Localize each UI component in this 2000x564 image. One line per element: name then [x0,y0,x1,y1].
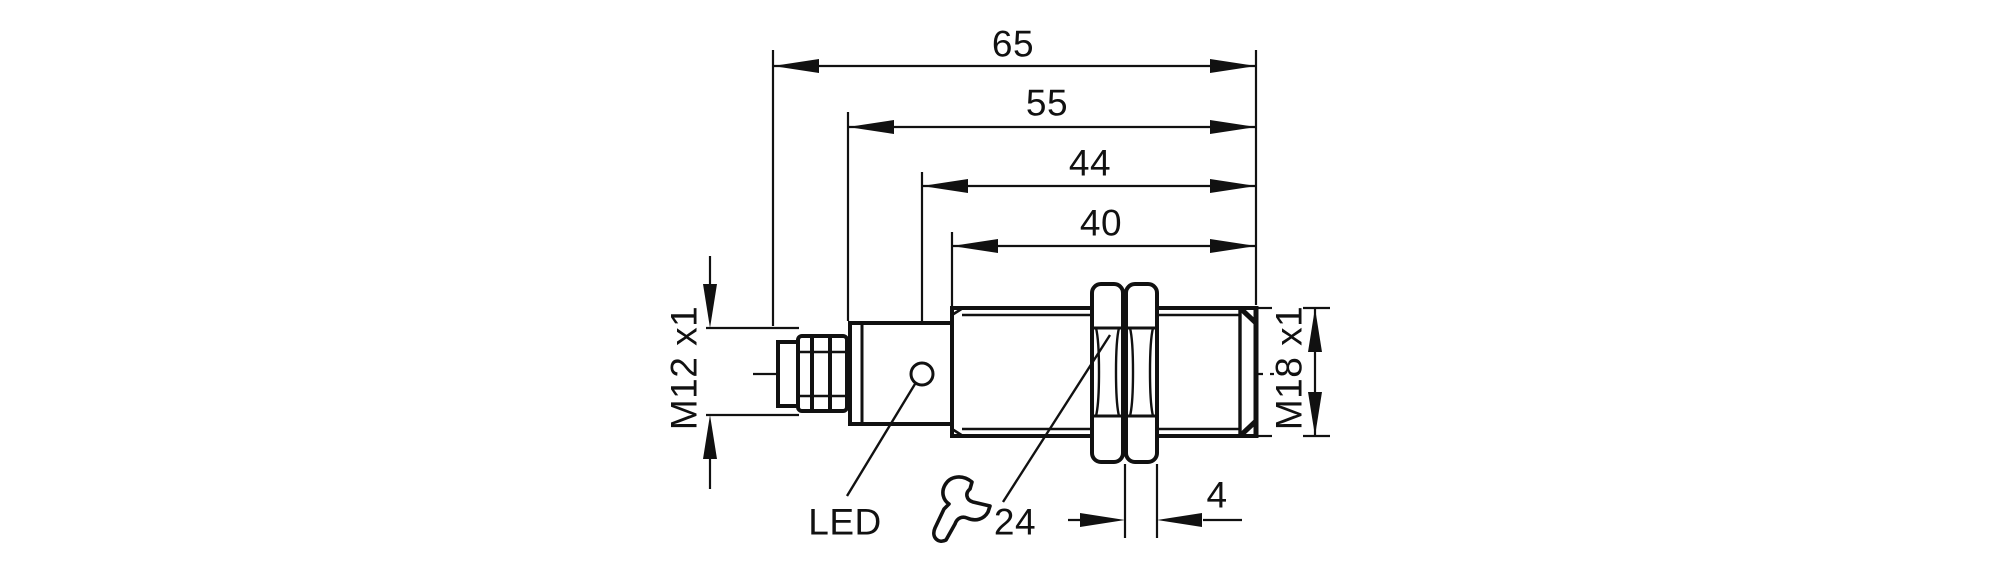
wrench-size-label: 24 [993,501,1037,543]
dim-m18-arrow-bottom [1308,392,1322,436]
dim-44-arrow-right [1210,179,1256,193]
dim-65-label: 65 [991,23,1035,65]
wrench-icon [932,475,992,543]
dim-40-arrow-right [1210,239,1256,253]
wrench-leader-line [1001,334,1112,503]
led-label: LED [808,501,882,543]
led-indicator-crosshair [909,361,935,387]
dim-m12-arrow-top [703,284,717,328]
dim-4-arrow-right [1157,513,1202,527]
m12-connector [776,334,849,413]
dim-40-label: 40 [1079,202,1123,244]
led-leader-line [845,383,917,497]
dim-44-arrow-left [922,179,968,193]
dim-m12-label: M12 x1 [663,305,705,431]
dim-44-label: 44 [1068,142,1112,184]
dim-4-label: 4 [1206,474,1228,516]
dim-55-arrow-left [848,120,894,134]
dim-m18-arrow-top [1308,308,1322,352]
dim-m12-arrow-bottom [703,415,717,459]
extension-lines [771,50,1258,398]
dim-4-arrow-left [1080,513,1125,527]
dim-m18-label: M18 x1 [1268,305,1310,431]
dim-55-arrow-right [1210,120,1256,134]
dim-55-label: 55 [1025,82,1069,124]
lock-nuts [1090,282,1159,464]
dim-65-arrow-left [773,59,819,73]
dim-40-arrow-left [952,239,998,253]
dim-65-arrow-right [1210,59,1256,73]
